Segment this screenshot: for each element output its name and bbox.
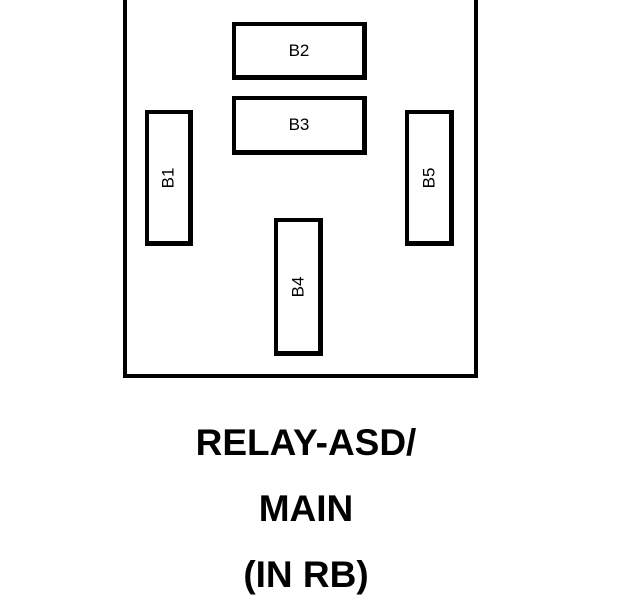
terminal-b4: B4 <box>274 218 323 356</box>
terminal-b3-label: B3 <box>288 115 310 134</box>
terminal-b4-label: B4 <box>287 276 307 297</box>
terminal-b1-label: B1 <box>158 167 178 188</box>
caption-line-2: MAIN <box>258 488 354 529</box>
terminal-b2-label: B2 <box>288 40 310 60</box>
terminal-b1: B1 <box>145 110 193 246</box>
terminal-b2: B2 <box>232 22 367 80</box>
terminal-b5-label: B5 <box>418 167 438 188</box>
terminal-b3: B3 <box>232 96 367 155</box>
terminal-b5: B5 <box>405 110 454 246</box>
relay-body-outline <box>123 0 478 378</box>
caption-line-1: RELAY-ASD/ <box>195 422 417 463</box>
caption-line-3: (IN RB) <box>243 554 369 595</box>
